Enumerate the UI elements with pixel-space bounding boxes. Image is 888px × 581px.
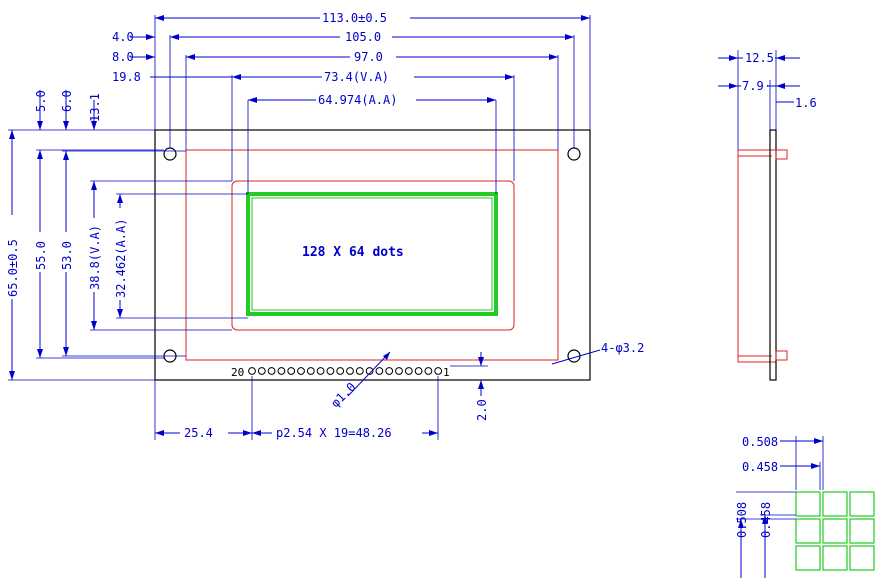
- dim-overall-height: 65.0±0.5: [6, 239, 20, 297]
- dot-cell: [822, 545, 848, 571]
- dot-cell: [795, 518, 821, 544]
- side-pcb: [769, 129, 777, 381]
- pin: [257, 367, 266, 375]
- dim-offset-4: 4.0: [112, 30, 134, 44]
- bezel-outline: [185, 149, 559, 361]
- mount-hole-tr: [567, 147, 581, 161]
- dot-cell: [849, 518, 875, 544]
- dim-pin-dia: φ1.0: [328, 380, 358, 410]
- dim-overall-width: 113.0±0.5: [322, 11, 387, 25]
- pin: [375, 367, 384, 375]
- pin: [316, 367, 325, 375]
- pin: [395, 367, 403, 375]
- vertical-dimensions: 65.0±0.5 55.0 5.0 53.0 6.0 38.8(V.A) 13.…: [4, 90, 248, 381]
- dim-side-7-9: 7.9: [742, 79, 764, 93]
- dim-side-total: 12.5: [745, 51, 774, 65]
- dim-hole-pitch-h: 55.0: [34, 241, 48, 270]
- pin: [365, 367, 374, 375]
- pin: [297, 367, 305, 375]
- dim-side-1-6: 1.6: [795, 96, 817, 110]
- pin-label-first: 20: [231, 366, 244, 379]
- dim-dot-458-h: 0.458: [742, 460, 778, 474]
- dim-aa-h: 32.462(A.A): [114, 219, 128, 298]
- display-text: 128 X 64 dots: [302, 245, 404, 260]
- mount-hole-tl: [163, 147, 177, 161]
- dim-dot-508-v: 0.508: [735, 502, 749, 538]
- dim-red-h: 53.0: [60, 241, 74, 270]
- pin: [404, 367, 413, 375]
- pin: [355, 367, 364, 375]
- side-view: 12.5 7.9 1.6: [718, 50, 817, 381]
- dim-offset-13-1: 13.1: [88, 93, 102, 122]
- pin-row: [248, 367, 443, 375]
- dot-cell: [795, 491, 821, 517]
- dot-cell: [822, 518, 848, 544]
- dot-cell: [849, 491, 875, 517]
- pin: [306, 367, 315, 375]
- dim-aa-w: 64.974(A.A): [318, 93, 397, 107]
- dot-cell: [795, 545, 821, 571]
- dot-cell: [849, 545, 875, 571]
- pin: [414, 367, 423, 375]
- pin: [277, 367, 286, 375]
- pin: [287, 367, 296, 375]
- pin: [267, 367, 276, 375]
- dot-cell: [822, 491, 848, 517]
- active-area: [246, 192, 498, 316]
- dim-va-h: 38.8(V.A): [88, 225, 102, 290]
- dim-va-w: 73.4(V.A): [324, 70, 389, 84]
- dim-dot-508-h: 0.508: [742, 435, 778, 449]
- pin: [248, 367, 256, 375]
- dim-offset-8: 8.0: [112, 50, 134, 64]
- viewing-area: [231, 180, 515, 331]
- pin-label-last: 1: [443, 366, 450, 379]
- dim-offset-19-8: 19.8: [112, 70, 141, 84]
- dim-holes: 4-φ3.2: [601, 341, 644, 355]
- dim-pin-offset: 2.0: [475, 399, 489, 421]
- dot-detail: 0.508 0.458 0.508 0.458: [735, 435, 875, 578]
- pin: [385, 367, 394, 375]
- dim-pin-start: 25.4: [184, 426, 213, 440]
- pcb-outline: [154, 129, 591, 381]
- dim-dot-458-v: 0.458: [759, 502, 773, 538]
- dim-red-w: 97.0: [354, 50, 383, 64]
- pin: [434, 367, 443, 375]
- horizontal-dimensions: 113.0±0.5 105.0 4.0 97.0 8.0 73.4(V.A) 1…: [112, 11, 591, 194]
- dim-offset-6: 6.0: [60, 90, 74, 112]
- pin: [424, 367, 433, 375]
- pin: [336, 367, 345, 375]
- dim-offset-5: 5.0: [34, 90, 48, 112]
- callouts: 4-φ3.2 φ1.0 2.0 25.4 p2.54 X 19=48.26: [154, 341, 644, 440]
- pin: [326, 367, 335, 375]
- dim-pin-pitch: p2.54 X 19=48.26: [276, 426, 392, 440]
- pin: [346, 367, 354, 375]
- front-view: 128 X 64 dots 20 1: [154, 129, 591, 381]
- dim-hole-pitch-w: 105.0: [345, 30, 381, 44]
